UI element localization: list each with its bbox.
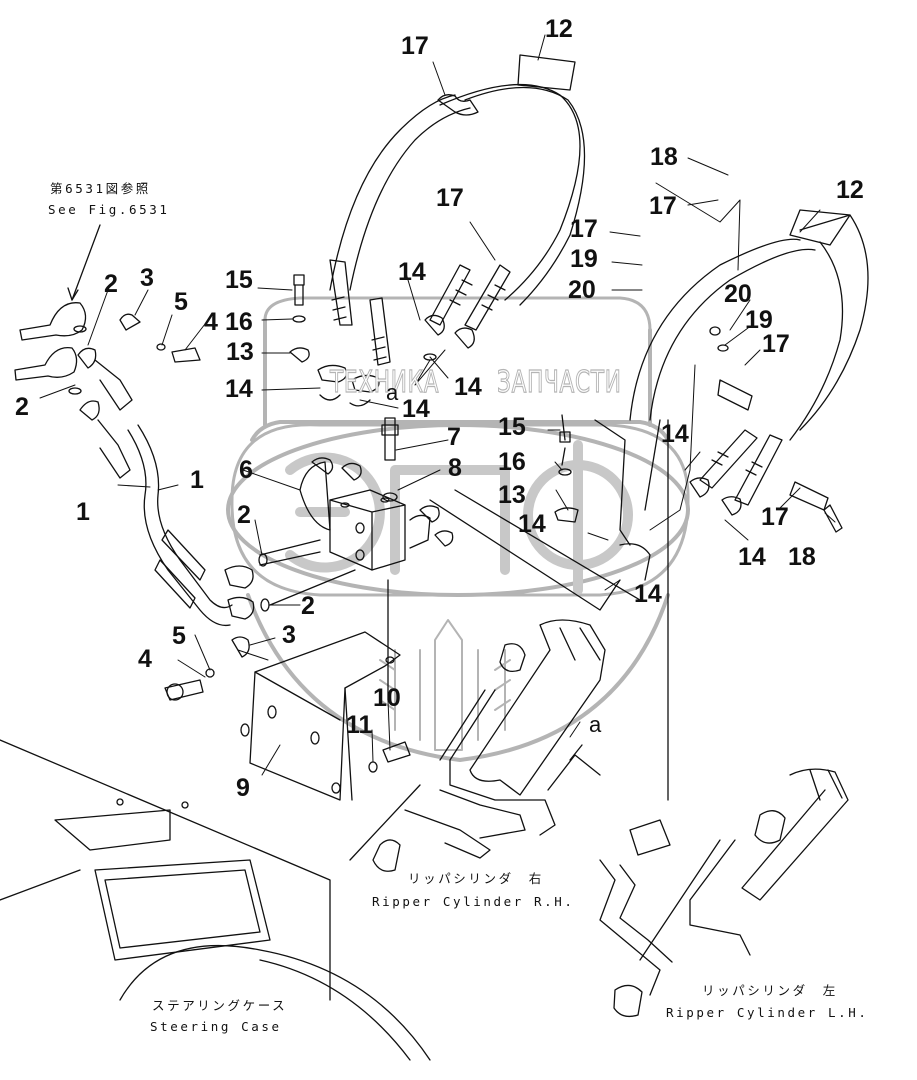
callout-2: 2: [301, 592, 315, 620]
callout-14: 14: [398, 258, 426, 286]
callout-9: 9: [236, 774, 250, 802]
callout-12: 12: [836, 176, 864, 204]
callout-14: 14: [661, 420, 689, 448]
see-fig-note-en: See Fig.6531: [48, 202, 170, 217]
callout-1: 1: [76, 498, 90, 526]
reference-a-upper: a: [386, 380, 399, 405]
callout-2: 2: [104, 270, 118, 298]
callout-17: 17: [762, 330, 790, 358]
bracket-9: [164, 631, 411, 801]
callout-16: 16: [498, 448, 526, 476]
callout-14: 14: [225, 375, 253, 403]
callout-6: 6: [239, 456, 253, 484]
hose-assembly-12-upper: [317, 54, 586, 393]
callout-17: 17: [401, 32, 429, 60]
reference-a-lower: a: [589, 712, 602, 737]
watermark-text-left: ТЕХНИКА: [330, 364, 440, 400]
callout-19: 19: [745, 306, 773, 334]
callout-12: 12: [545, 15, 573, 43]
ripper-rh-label-en: Ripper Cylinder R.H.: [372, 894, 575, 909]
callout-2: 2: [237, 501, 251, 529]
callout-15: 15: [498, 413, 526, 441]
callout-18: 18: [650, 143, 678, 171]
callout-7: 7: [447, 423, 461, 451]
leader-lines: [39, 34, 836, 776]
callout-10: 10: [373, 684, 401, 712]
watermark-logo: [226, 296, 690, 762]
callout-14: 14: [454, 373, 482, 401]
ripper-cylinder-lh: [599, 419, 849, 1018]
callout-18: 18: [788, 543, 816, 571]
callout-4: 4: [204, 308, 218, 336]
callout-20: 20: [724, 280, 752, 308]
ripper-cylinder-rh: [349, 619, 606, 872]
steering-case-label-en: Steering Case: [150, 1019, 282, 1034]
steering-case-label-jp: ステアリングケース: [152, 998, 288, 1013]
reference-arrow: [71, 224, 101, 301]
callout-3: 3: [140, 264, 154, 292]
callout-5: 5: [174, 288, 188, 316]
valve-block: [258, 414, 641, 701]
callout-2: 2: [15, 393, 29, 421]
ripper-lh-label-jp: リッパシリンダ 左: [702, 983, 838, 998]
upper-fasteners: [289, 274, 437, 407]
callout-14: 14: [518, 510, 546, 538]
callout-19: 19: [570, 245, 598, 273]
callout-17: 17: [761, 503, 789, 531]
see-fig-note-jp: 第6531図参照: [50, 181, 151, 196]
callout-5: 5: [172, 622, 186, 650]
callout-1: 1: [190, 466, 204, 494]
callout-14: 14: [402, 395, 430, 423]
callout-8: 8: [448, 454, 462, 482]
left-fittings: [14, 302, 201, 479]
callout-15: 15: [225, 266, 253, 294]
callout-3: 3: [282, 621, 296, 649]
hose-assembly-12-right: [594, 209, 869, 581]
ripper-rh-label-jp: リッパシリンダ 右: [408, 871, 544, 886]
callout-11: 11: [346, 711, 373, 739]
callout-16: 16: [225, 308, 253, 336]
ripper-lh-label-en: Ripper Cylinder L.H.: [666, 1005, 869, 1020]
callout-17: 17: [649, 192, 677, 220]
callout-17: 17: [436, 184, 464, 212]
steering-case: [0, 739, 431, 1061]
callout-14: 14: [634, 580, 662, 608]
callout-14: 14: [738, 543, 766, 571]
callout-20: 20: [568, 276, 596, 304]
callout-13: 13: [226, 338, 254, 366]
callout-17: 17: [570, 215, 598, 243]
hose-1: [127, 424, 255, 627]
callout-4: 4: [138, 645, 152, 673]
watermark-text-right: ЗАПЧАСТИ: [497, 364, 622, 400]
callout-13: 13: [498, 481, 526, 509]
